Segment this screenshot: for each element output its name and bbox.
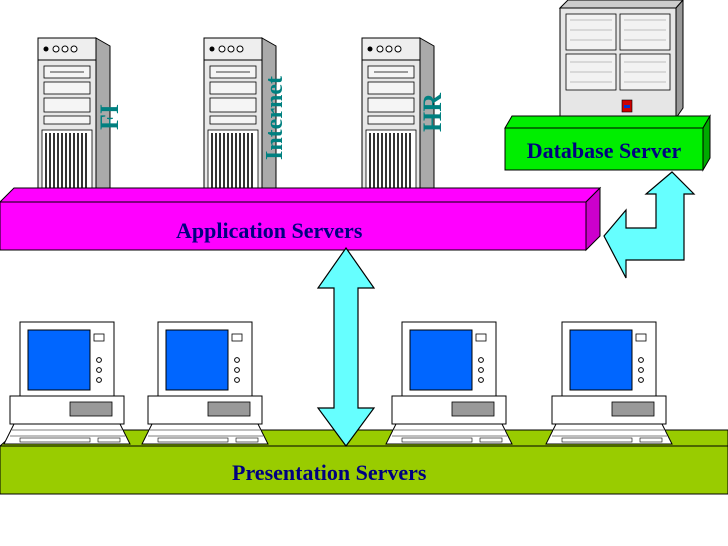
- database-server-bar: Database Server: [504, 114, 711, 172]
- application-servers-bar: Application Servers: [0, 186, 602, 252]
- desktop-computer-icon: [545, 321, 673, 445]
- internet-server-label: Internet: [262, 76, 288, 160]
- desktop-computer-icon: [385, 321, 513, 445]
- desktop-computer-icon: [3, 321, 131, 445]
- desktop-computer-icon: [141, 321, 269, 445]
- database-server-label: Database Server: [527, 138, 682, 163]
- hr-server-label: HR: [418, 93, 447, 132]
- double-arrow-icon: [316, 246, 376, 448]
- presentation-servers-label: Presentation Servers: [232, 460, 427, 485]
- application-servers-label: Application Servers: [176, 218, 363, 243]
- database-cabinet-icon: [558, 0, 684, 120]
- fi-server-label: FI: [95, 104, 124, 130]
- elbow-arrow-icon: [603, 171, 696, 279]
